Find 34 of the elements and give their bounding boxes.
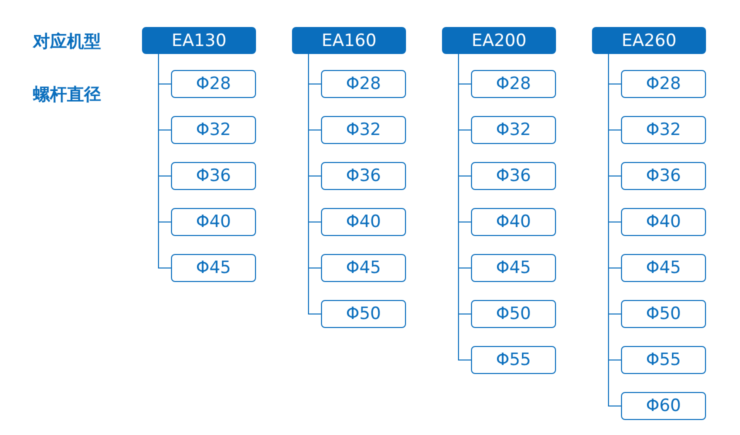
diameter-box: Φ40 [171, 208, 256, 236]
diameter-box: Φ32 [621, 116, 706, 144]
diameter-box: Φ32 [171, 116, 256, 144]
diameter-box: Φ45 [171, 254, 256, 282]
row-label: 螺杆直径 [33, 84, 101, 106]
model-header: EA160 [292, 27, 406, 54]
diameter-box: Φ50 [471, 300, 556, 328]
diameter-box: Φ36 [471, 162, 556, 190]
diameter-box: Φ60 [621, 392, 706, 420]
diameter-box: Φ36 [621, 162, 706, 190]
diameter-box: Φ55 [621, 346, 706, 374]
diameter-box: Φ40 [621, 208, 706, 236]
diameter-box: Φ45 [471, 254, 556, 282]
diameter-box: Φ28 [471, 70, 556, 98]
diameter-box: Φ40 [321, 208, 406, 236]
model-header: EA260 [592, 27, 706, 54]
diameter-box: Φ28 [171, 70, 256, 98]
diameter-box: Φ50 [621, 300, 706, 328]
diameter-box: Φ45 [321, 254, 406, 282]
diameter-box: Φ28 [621, 70, 706, 98]
diameter-box: Φ55 [471, 346, 556, 374]
model-header: EA200 [442, 27, 556, 54]
diameter-box: Φ45 [621, 254, 706, 282]
model-header: EA130 [142, 27, 256, 54]
diameter-box: Φ28 [321, 70, 406, 98]
diameter-box: Φ36 [321, 162, 406, 190]
diameter-box: Φ40 [471, 208, 556, 236]
row-label: 对应机型 [33, 31, 101, 53]
connector-line [158, 54, 172, 268]
connector-line [308, 54, 322, 314]
diameter-box: Φ36 [171, 162, 256, 190]
diameter-box: Φ32 [471, 116, 556, 144]
diameter-box: Φ32 [321, 116, 406, 144]
diameter-box: Φ50 [321, 300, 406, 328]
